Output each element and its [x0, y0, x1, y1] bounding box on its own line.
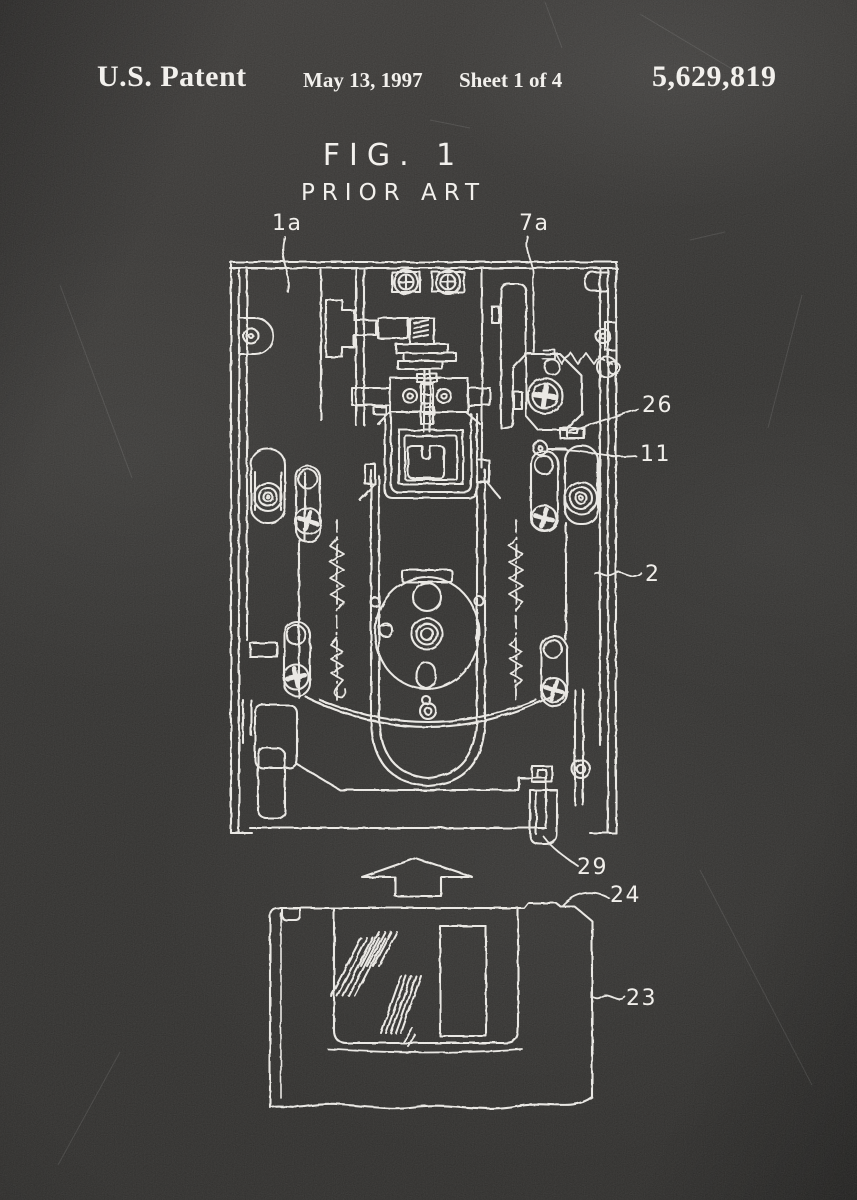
- ref-label-1a: 1a: [272, 211, 302, 236]
- carrier-side-plate: [499, 282, 528, 430]
- leader-line-24: [561, 891, 610, 907]
- leader-line-26: [569, 408, 639, 432]
- spindle-motor: [369, 568, 485, 706]
- disk-hatch-mark: [330, 931, 422, 1047]
- disk-shutter-plate: [332, 906, 520, 1045]
- eject-lever: [241, 698, 548, 830]
- leader-line-29: [543, 836, 579, 867]
- left-guide-hardware: [248, 447, 323, 698]
- ref-label-24: 24: [610, 883, 641, 908]
- eject-latch: [528, 688, 592, 846]
- cam-plate: [324, 298, 378, 359]
- ref-label-23: 23: [626, 986, 657, 1011]
- leader-line-7a: [525, 236, 535, 353]
- leader-line-23: [591, 994, 626, 1001]
- lock-lever-assembly: [512, 352, 586, 440]
- latch-notch: [558, 426, 586, 440]
- springs: [329, 349, 621, 701]
- top-carriage-assembly: [324, 266, 528, 470]
- insert-direction-arrow: [360, 856, 474, 898]
- reference-labels: 1a 7a 26 11 2 29 24 23: [272, 211, 673, 1011]
- ref-label-11: 11: [640, 442, 671, 467]
- ref-label-2: 2: [645, 562, 661, 587]
- ref-label-29: 29: [577, 855, 608, 880]
- ref-label-7a: 7a: [519, 211, 549, 236]
- drive-frame: [228, 260, 619, 835]
- disk-shutter-window: [438, 924, 488, 1038]
- motor-housing: [304, 468, 552, 788]
- chalk-scratches: [57, 1, 813, 1166]
- drive-mechanism-drawing: [228, 236, 642, 1110]
- leader-line-11: [551, 449, 637, 458]
- leader-line-2: [594, 571, 642, 578]
- right-guide-hardware: [529, 426, 600, 708]
- leader-line-1a: [282, 236, 290, 293]
- leader-lines: [282, 236, 642, 1001]
- floppy-disk-drawing: [268, 901, 594, 1110]
- ref-label-26: 26: [642, 393, 673, 418]
